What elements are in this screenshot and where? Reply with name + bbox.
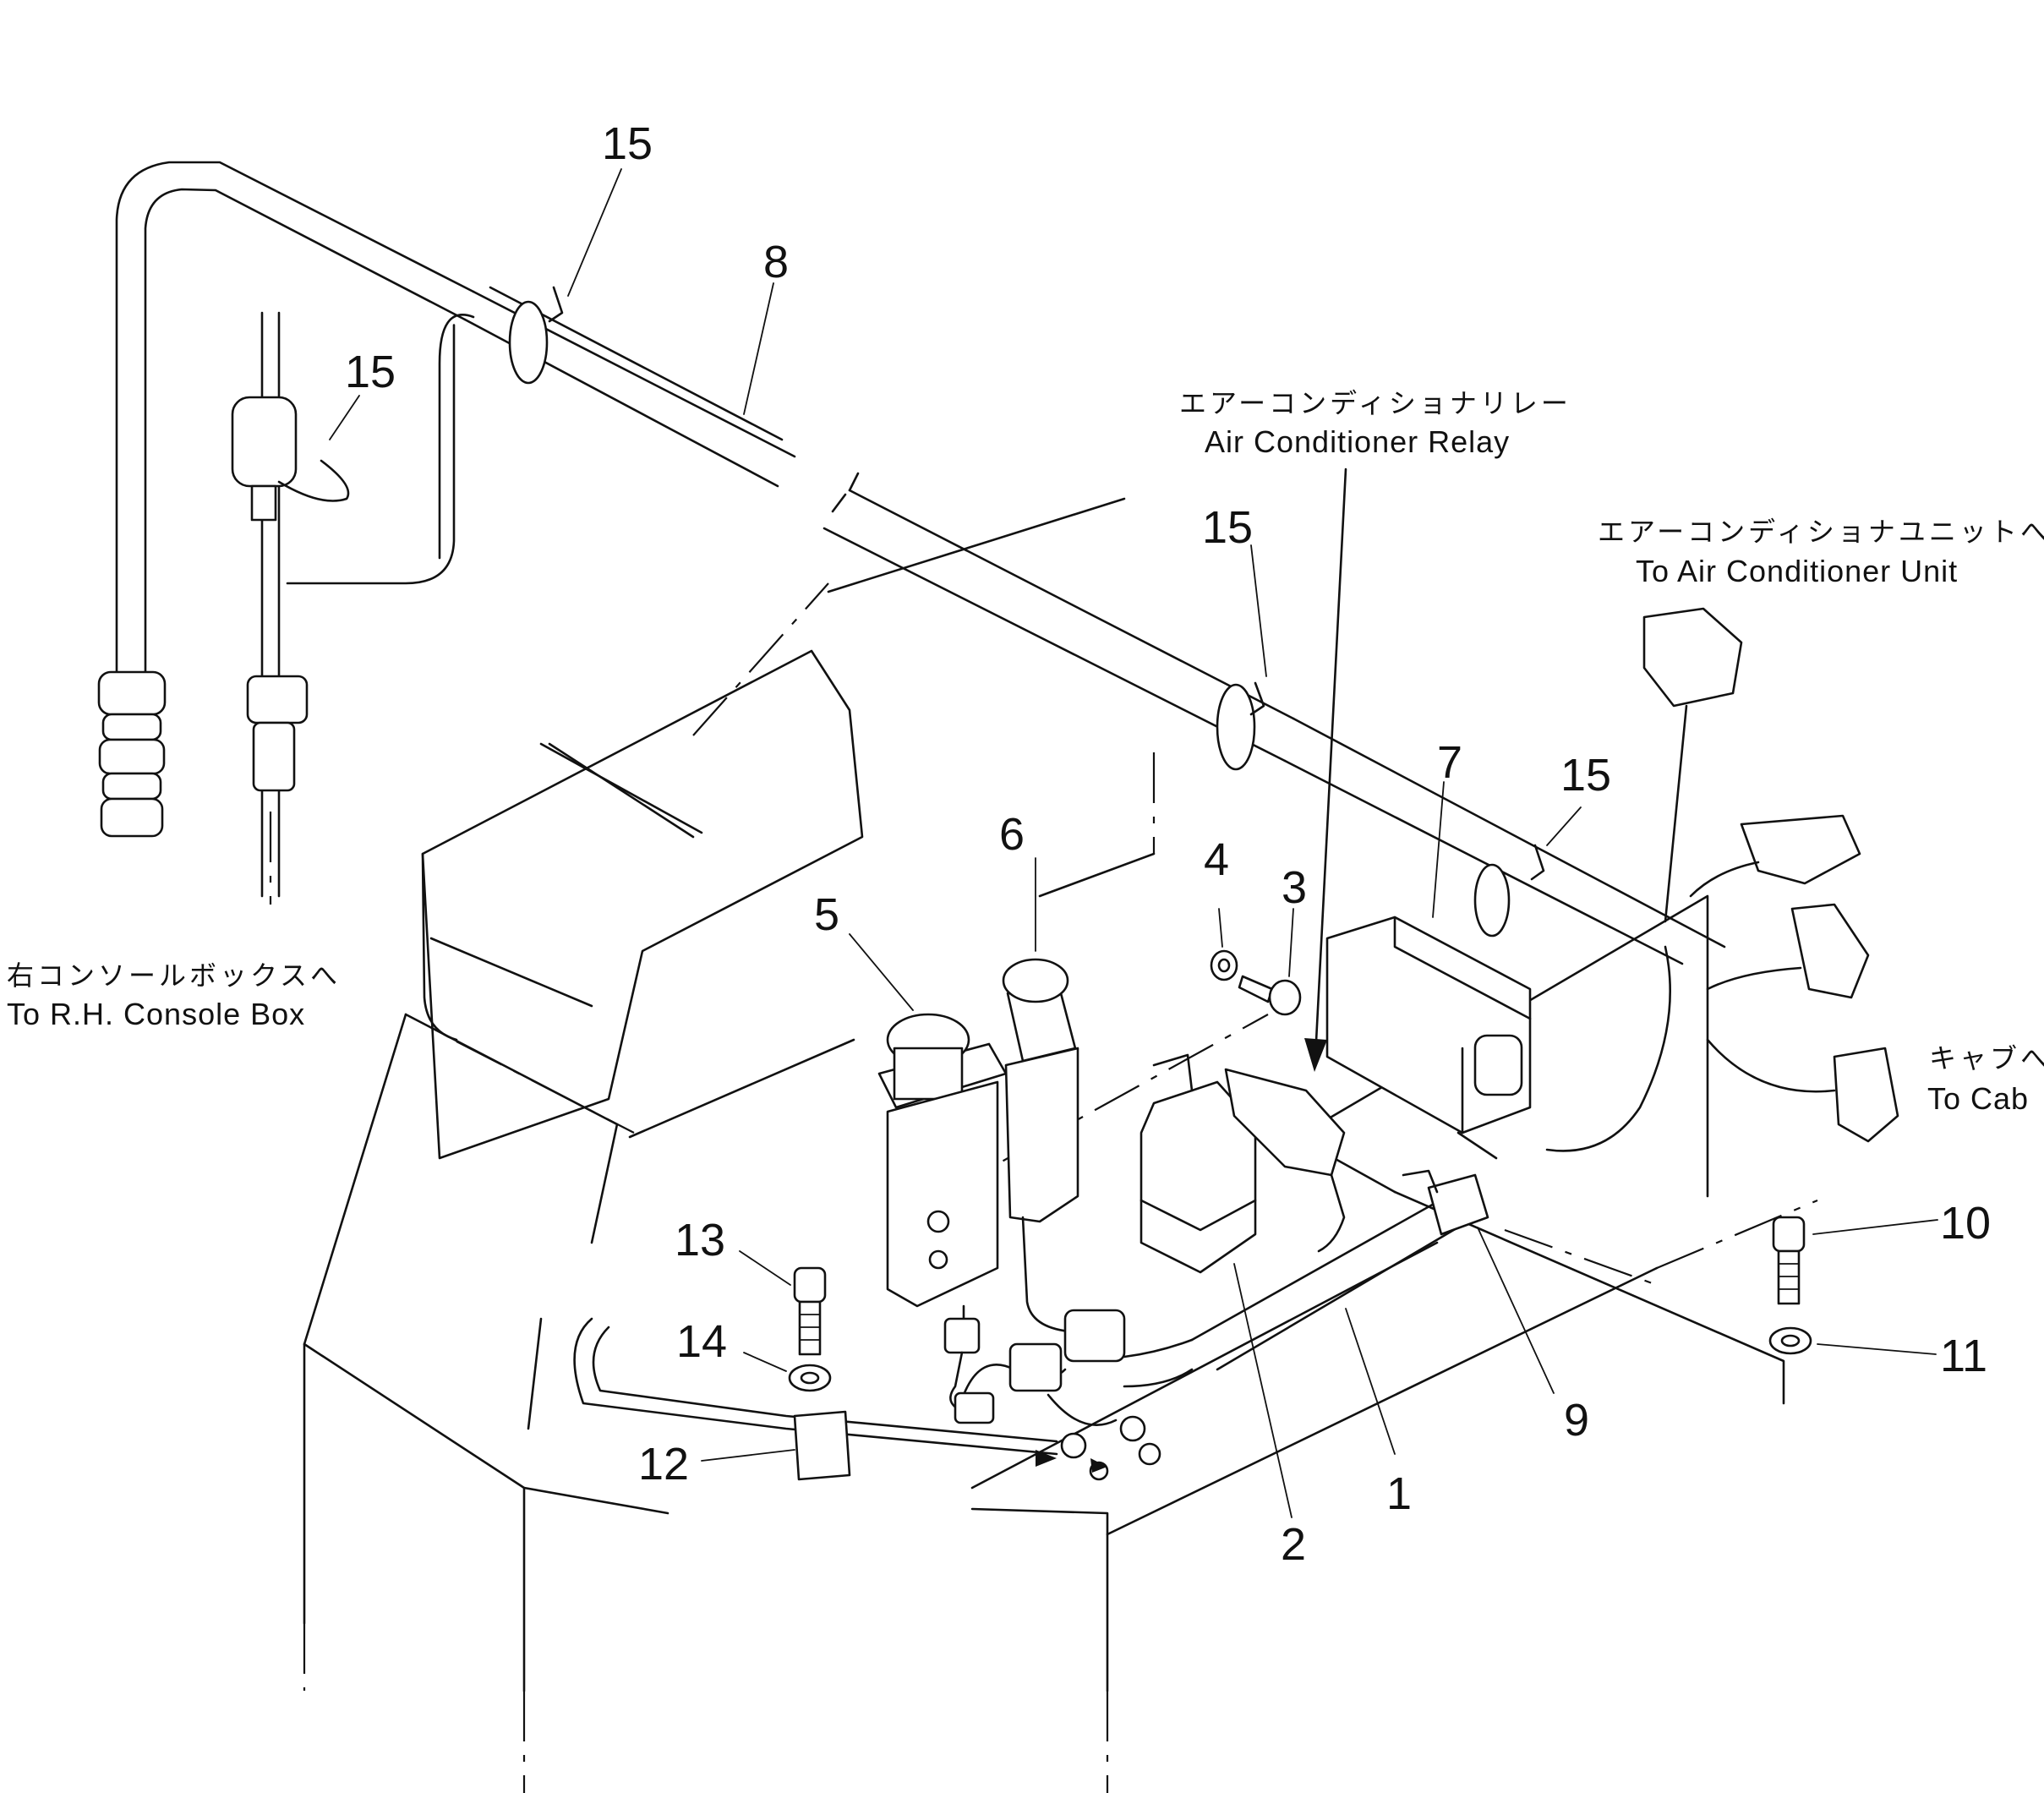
- callout-numbers: 15 15 15 15 8 7 6 5 4 3 13 14 12 10 11 9…: [345, 118, 1991, 1570]
- cab-caption-en: To Cab: [1927, 1081, 2029, 1116]
- ac-unit-connectors: [1545, 607, 1899, 1152]
- washer-14: [788, 1364, 832, 1392]
- console-caption-jp: 右コンソールボックスへ: [7, 960, 341, 991]
- lead-connector: [231, 396, 309, 905]
- relay-pointer-arrow: [1304, 467, 1347, 1072]
- unit-caption-jp: エアーコンディショナユニットへ: [1598, 517, 2044, 547]
- console-connector: [97, 670, 167, 838]
- callout-15: 15: [602, 118, 653, 169]
- callout-10: 10: [1940, 1198, 1991, 1249]
- callout-4: 4: [1204, 834, 1229, 885]
- switch-6: [1002, 958, 1126, 1363]
- harness-1: [1123, 1169, 1489, 1388]
- cab-caption-jp: キャブへ: [1929, 1043, 2044, 1074]
- callout-15: 15: [1560, 750, 1611, 801]
- relay-connector: [1224, 1068, 1346, 1253]
- washer-11: [1768, 1326, 1812, 1355]
- unit-caption-en: To Air Conditioner Unit: [1636, 554, 1958, 588]
- cigarette-lighter-5: [877, 1013, 1008, 1413]
- relay-caption-jp: エアーコンディショナリレー: [1179, 388, 1571, 418]
- callout-8: 8: [763, 237, 789, 287]
- console-caption-en: To R.H. Console Box: [7, 997, 305, 1031]
- callout-11: 11: [1940, 1331, 1987, 1381]
- relay-2: [1140, 1053, 1257, 1274]
- callout-6: 6: [999, 809, 1025, 860]
- callout-5: 5: [814, 889, 839, 940]
- relay-caption-en: Air Conditioner Relay: [1205, 424, 1510, 459]
- callout-2: 2: [1281, 1519, 1306, 1570]
- callout-1: 1: [1386, 1468, 1412, 1519]
- bolt-13: [793, 1266, 827, 1356]
- relay-box-7: [1325, 916, 1532, 1160]
- callout-15: 15: [1202, 502, 1253, 553]
- callout-15: 15: [345, 347, 396, 397]
- washer-4: [1210, 949, 1238, 981]
- leader-lines: [329, 168, 1938, 1518]
- callout-3: 3: [1282, 862, 1307, 913]
- lower-harness-12: [573, 1317, 1161, 1481]
- bolt-10: [1772, 1216, 1806, 1305]
- captions: エアーコンディショナリレー Air Conditioner Relay エアーコ…: [7, 388, 2044, 1116]
- callout-7: 7: [1437, 737, 1462, 788]
- callout-9: 9: [1564, 1395, 1589, 1446]
- callout-13: 13: [675, 1215, 725, 1265]
- callout-14: 14: [676, 1316, 727, 1367]
- screw-3: [1238, 975, 1302, 1016]
- clip-15: [277, 286, 1545, 937]
- callout-12: 12: [638, 1439, 689, 1490]
